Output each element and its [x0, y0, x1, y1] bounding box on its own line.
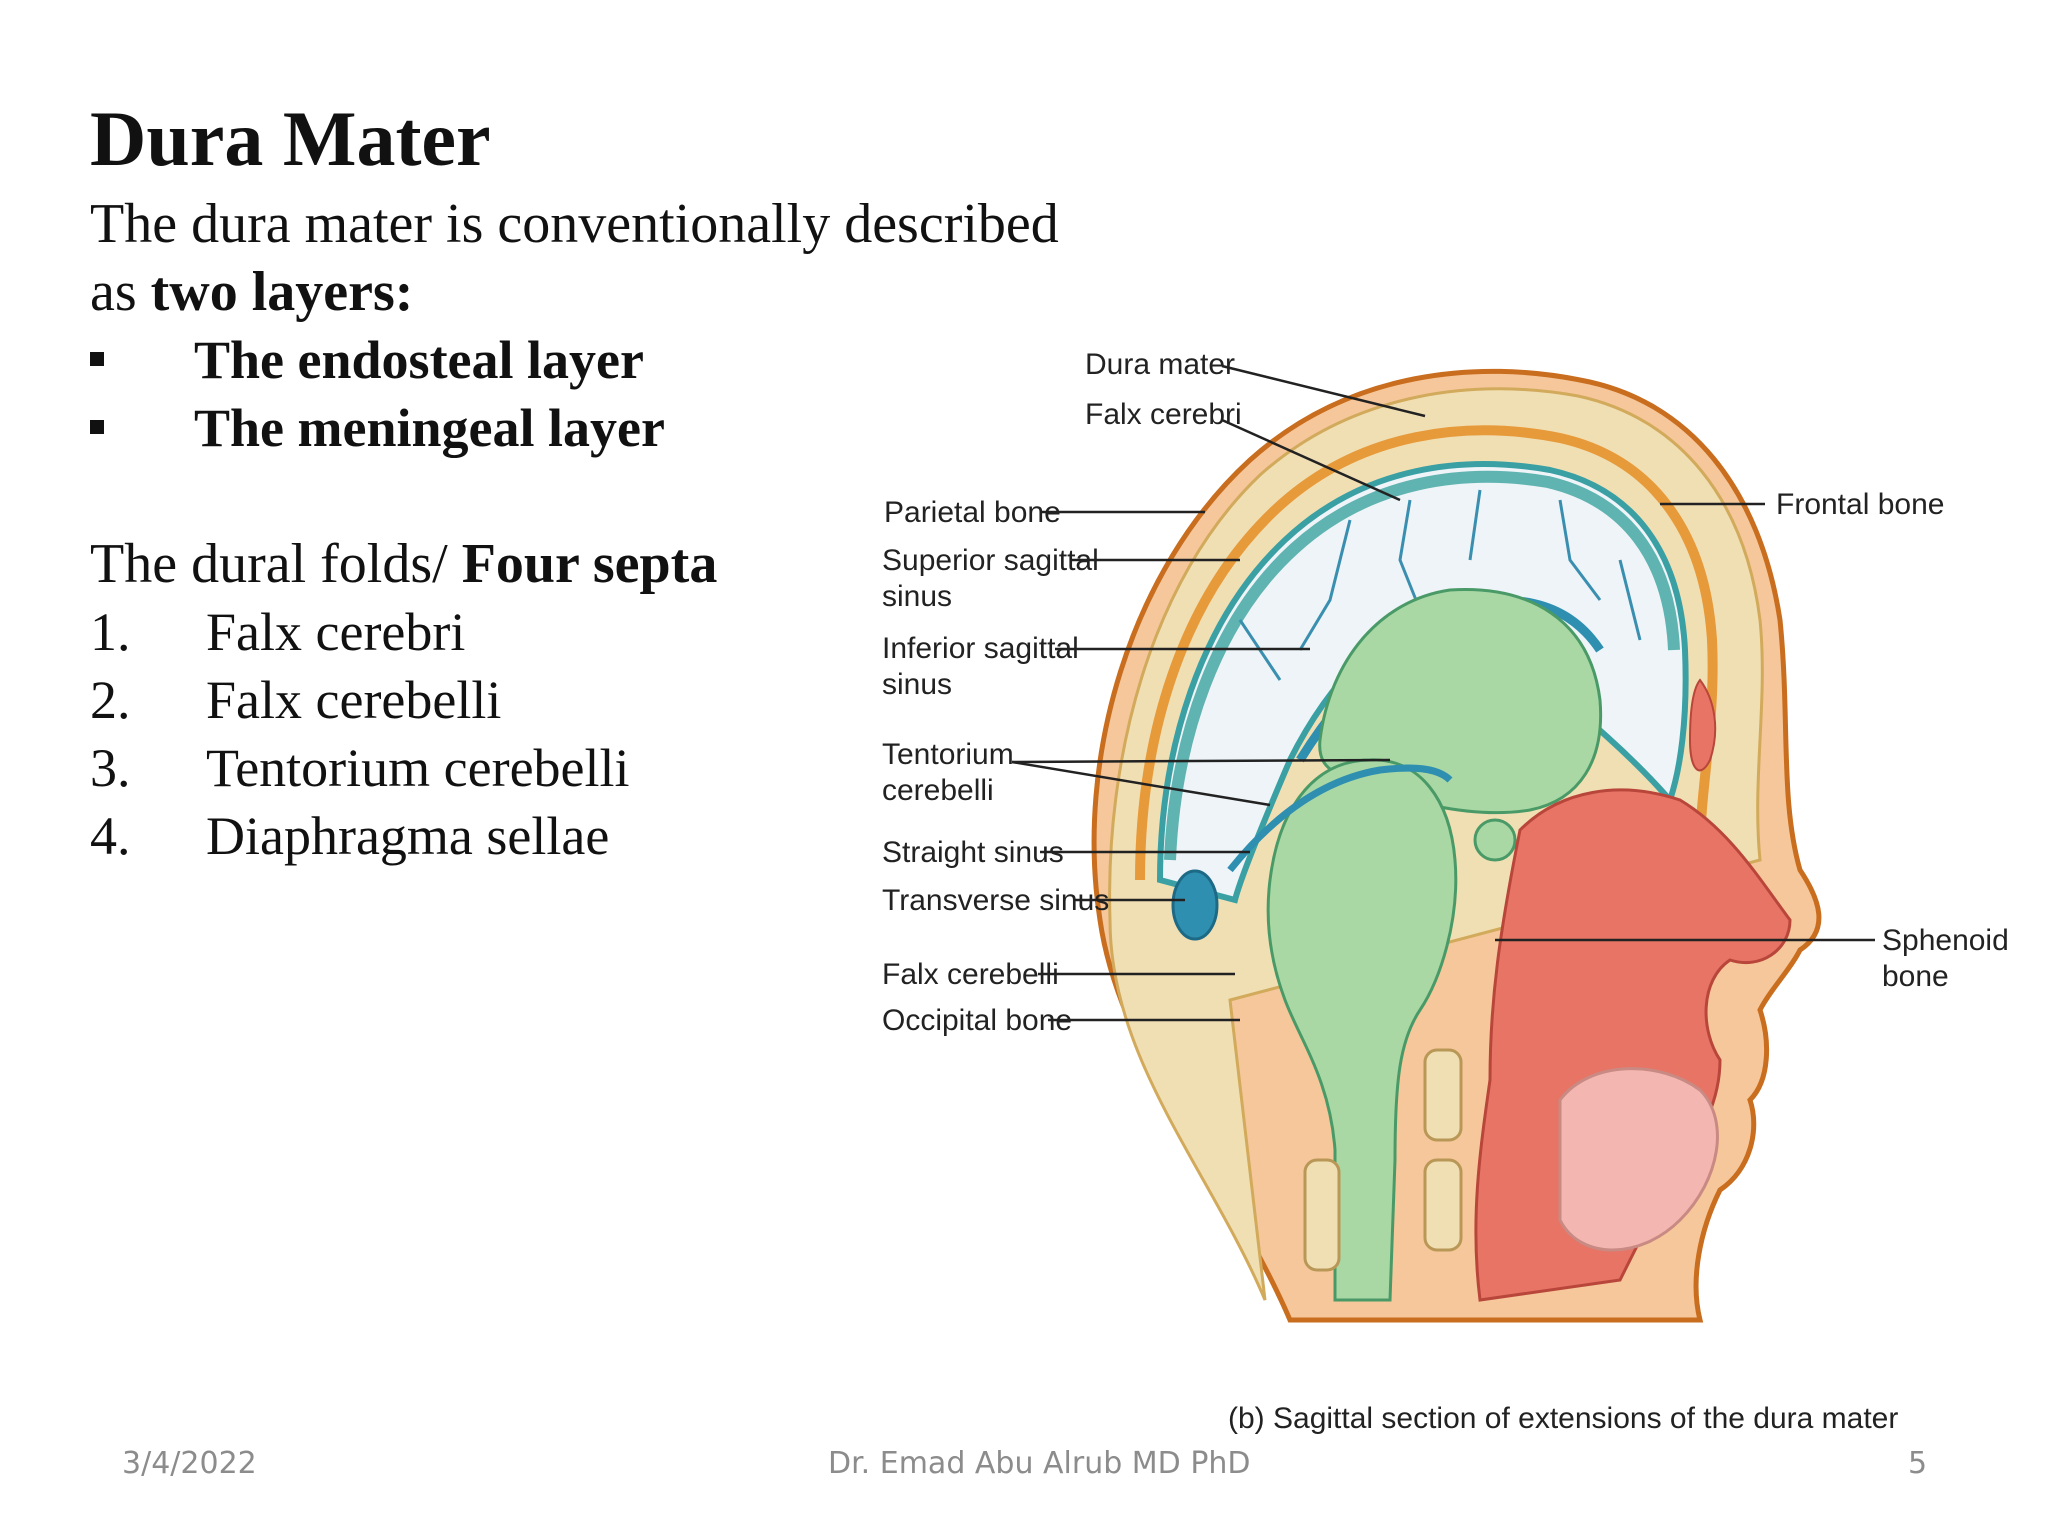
label-dura-mater: Dura mater — [1085, 348, 1235, 381]
label-inferior-sagittal-1: Inferior sagittal — [882, 632, 1079, 665]
frontal-sinus — [1688, 678, 1717, 772]
dura-mater-sagittal-figure: Dura mater Falx cerebri Parietal bone Su… — [882, 348, 2009, 1435]
nasal-oral-cavity — [1474, 788, 1792, 1302]
tentorium-cerebelli — [1227, 764, 1453, 873]
vertebra — [1423, 1158, 1463, 1252]
label-falx-cerebelli: Falx cerebelli — [882, 958, 1059, 991]
label-parietal-bone: Parietal bone — [884, 496, 1061, 529]
intro-line-1: The dura mater is conventionally describ… — [90, 193, 1059, 255]
label-straight-sinus: Straight sinus — [882, 836, 1064, 869]
septa-text: Tentorium cerebelli — [206, 738, 630, 798]
label-occipital-bone: Occipital bone — [882, 1004, 1072, 1037]
intro-prefix: as — [90, 261, 151, 323]
superior-sagittal-sinus — [1164, 470, 1680, 861]
dura-layer — [1135, 425, 1718, 881]
label-superior-sagittal-2: sinus — [882, 580, 952, 613]
footer-date: 3/4/2022 — [122, 1446, 257, 1481]
label-tentorium-2: cerebelli — [882, 774, 994, 807]
footer-page-number: 5 — [1908, 1446, 1928, 1481]
figure-caption: (b) Sagittal section of extensions of th… — [1228, 1402, 1898, 1435]
layer-text: The meningeal layer — [194, 398, 665, 458]
cerebral-veins — [1238, 489, 1642, 681]
slide-title: Dura Mater — [90, 95, 491, 182]
layer-text: The endosteal layer — [194, 330, 644, 390]
vertebra — [1423, 1048, 1463, 1142]
tongue — [1558, 1067, 1719, 1252]
label-sphenoid-1: Sphenoid — [1882, 924, 2009, 957]
septa-text: Diaphragma sellae — [206, 806, 610, 866]
septa-number: 4. — [90, 806, 131, 866]
label-tentorium-1: Tentorium — [882, 738, 1014, 771]
label-inferior-sagittal-2: sinus — [882, 668, 952, 701]
septa-number: 2. — [90, 670, 131, 730]
label-frontal-bone: Frontal bone — [1776, 488, 1944, 521]
square-bullet-icon — [90, 352, 104, 366]
vertebra — [1303, 1158, 1341, 1272]
septa-number: 3. — [90, 738, 131, 798]
square-bullet-icon — [90, 420, 104, 434]
septa-number: 1. — [90, 602, 131, 662]
label-superior-sagittal-1: Superior sagittal — [882, 544, 1099, 577]
label-transverse-sinus: Transverse sinus — [882, 884, 1109, 917]
label-sphenoid-2: bone — [1882, 960, 1949, 993]
folds-prefix: The dural folds/ — [90, 533, 462, 595]
footer-author: Dr. Emad Abu Alrub MD PhD — [828, 1446, 1251, 1481]
septa-text: Falx cerebri — [206, 602, 466, 662]
intro-bold: two layers: — [150, 261, 414, 323]
pituitary — [1473, 818, 1517, 862]
folds-heading: The dural folds/ Four septa — [90, 530, 717, 598]
label-falx-cerebri: Falx cerebri — [1085, 398, 1242, 431]
intro-line-2: as two layers: — [90, 258, 413, 326]
folds-bold: Four septa — [461, 533, 718, 595]
septa-text: Falx cerebelli — [206, 670, 502, 730]
transverse-sinus — [1171, 869, 1219, 941]
leader-lines — [1011, 364, 1875, 1022]
